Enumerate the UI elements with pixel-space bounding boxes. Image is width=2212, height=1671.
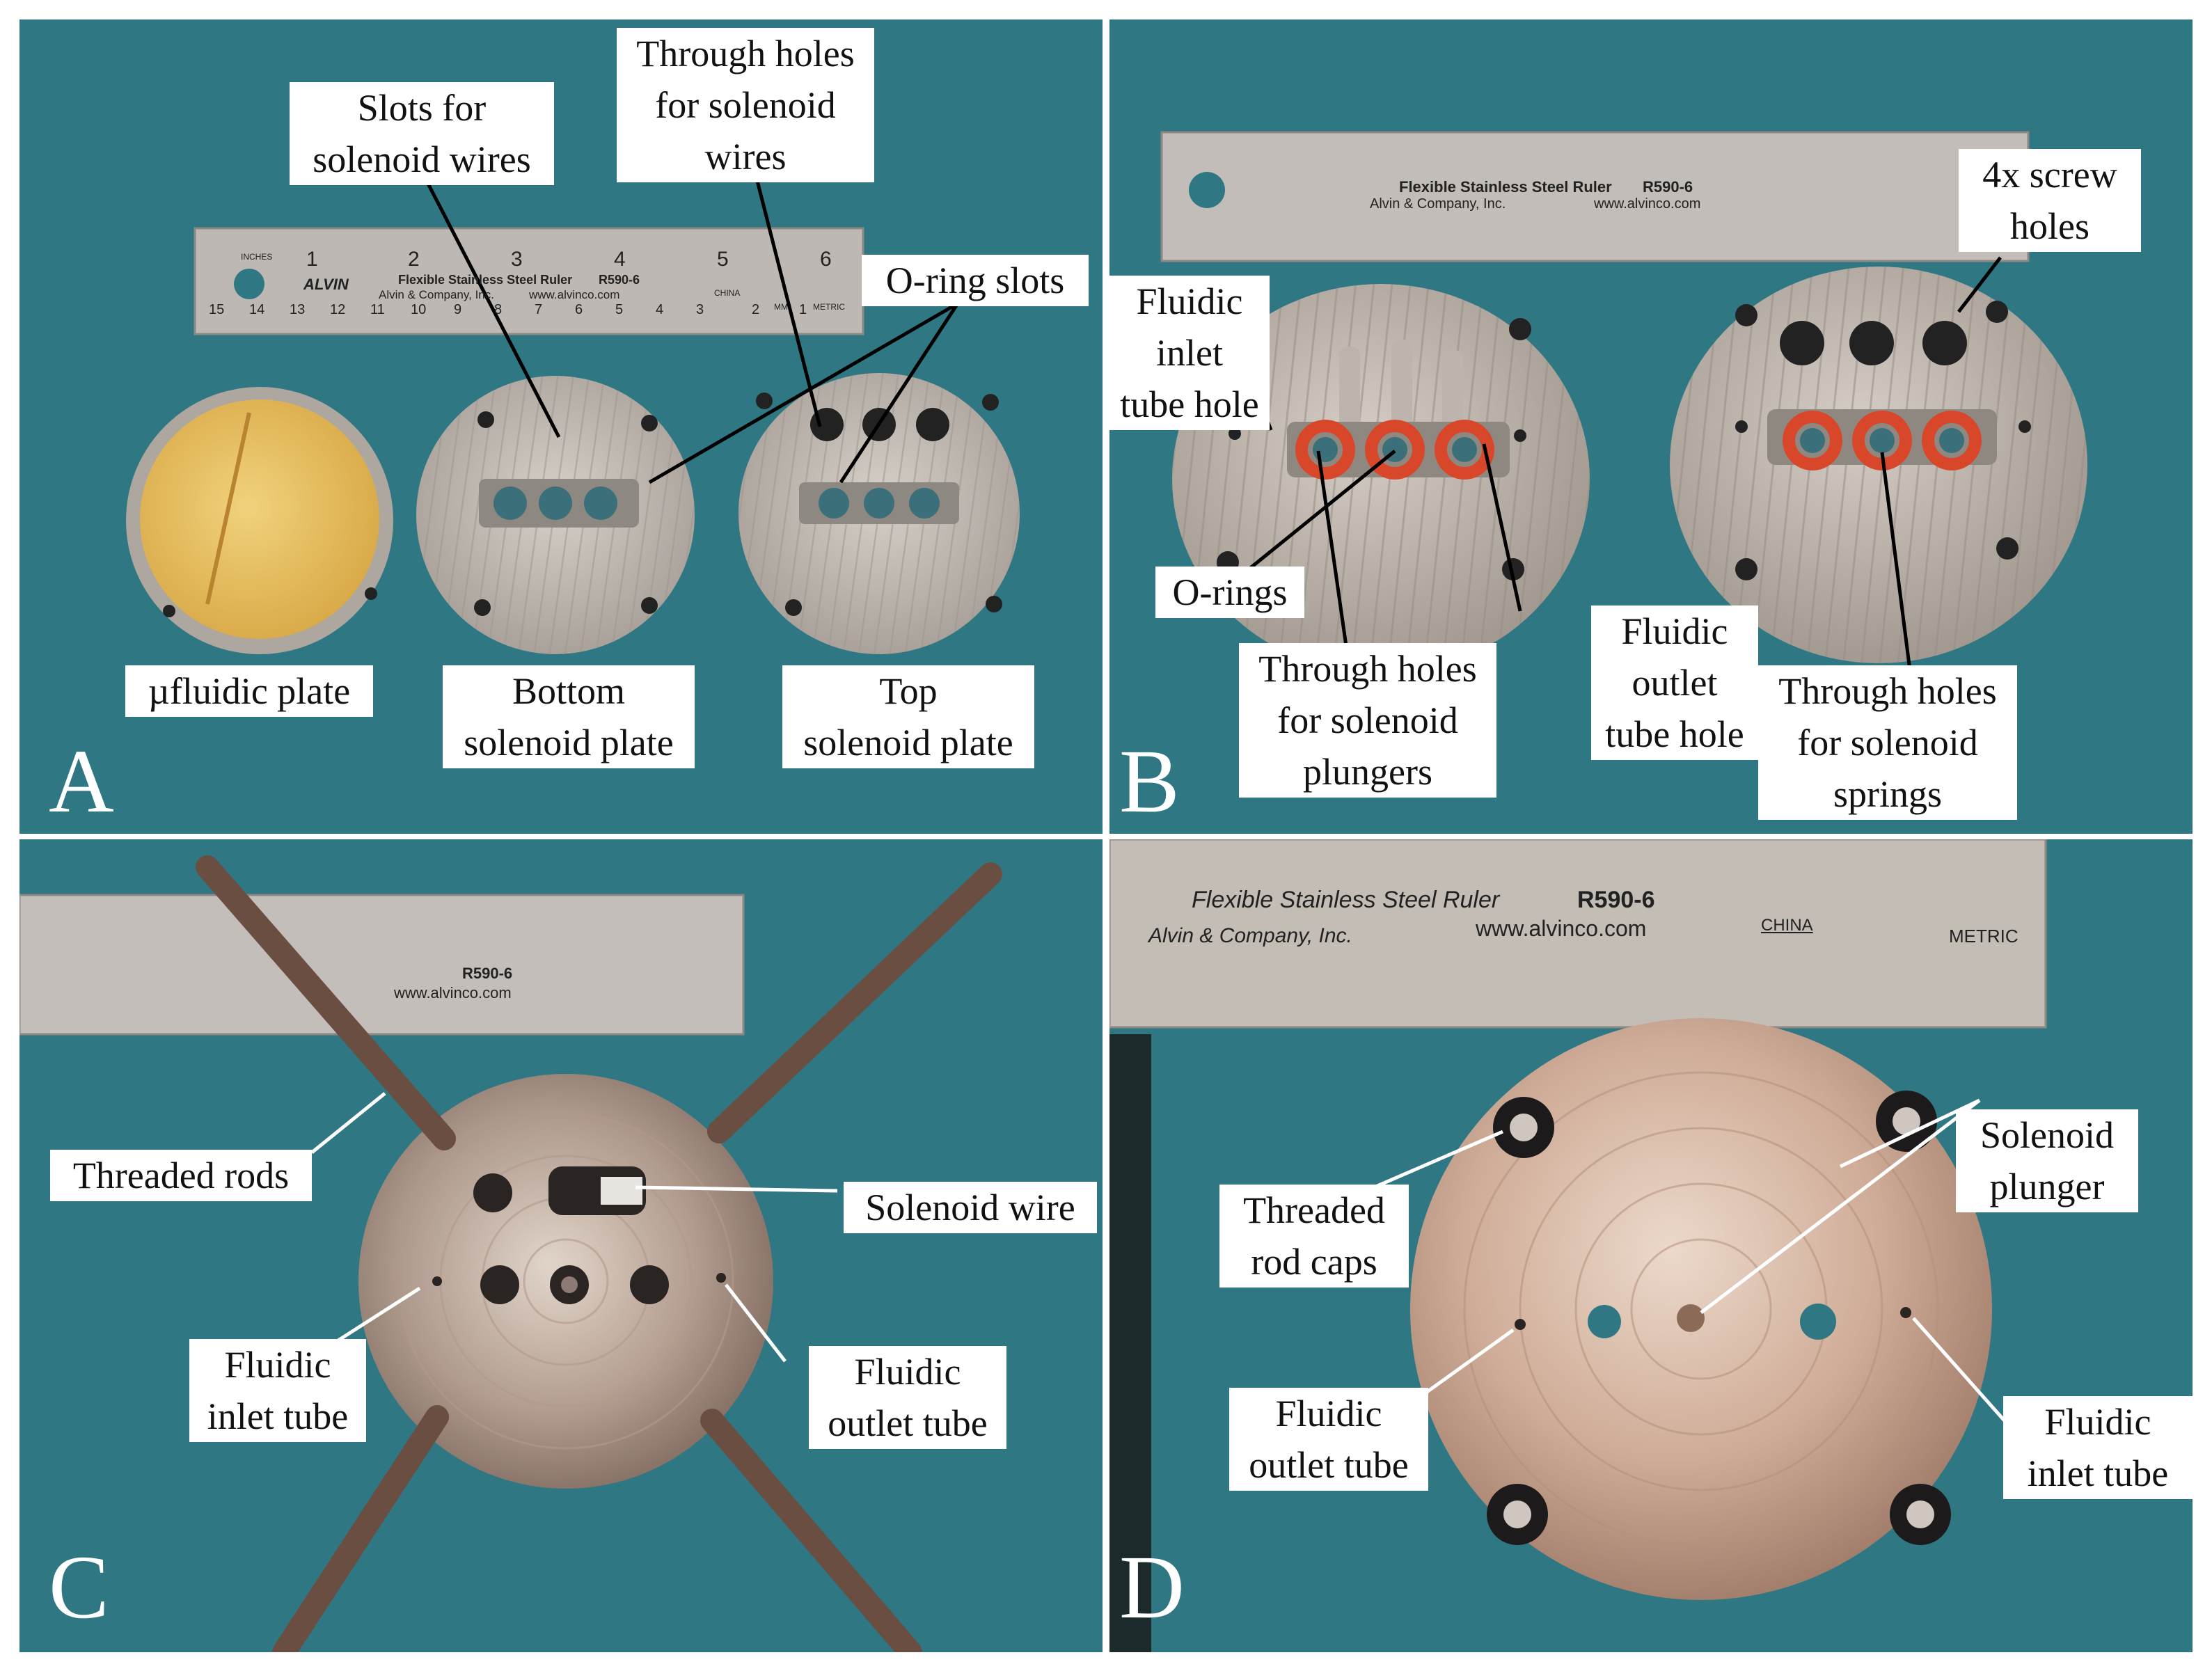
panel-c: C	[19, 839, 1103, 1652]
panel-a-arrows	[425, 180, 960, 484]
panel-c-photo	[19, 855, 1002, 1652]
ruler-cm-4: 4	[656, 302, 664, 317]
ruler-c-url: www.alvinco.com	[394, 984, 512, 1001]
label-solenoid-wire: Solenoid wire	[844, 1182, 1097, 1233]
ufluidic-plate	[126, 387, 393, 654]
ruler-title: Flexible Stainless Steel Ruler	[398, 273, 573, 287]
label-oring-slots: O-ring slots	[862, 255, 1089, 306]
ruler-b-title: Flexible Stainless Steel Ruler	[1399, 178, 1612, 196]
ruler-inch-2: 2	[408, 248, 420, 271]
plate-b-right	[1670, 267, 2087, 663]
panel-a-photo	[126, 180, 1020, 654]
ruler-brand: ALVIN	[303, 276, 349, 293]
panel-c-arrows	[310, 1092, 838, 1363]
ruler-cm-3: 3	[696, 302, 704, 317]
ruler-d-origin: CHINA	[1761, 916, 1813, 935]
ruler-cm-6: 6	[575, 302, 583, 317]
ruler-metric-label: METRIC	[813, 302, 845, 312]
panel-d-photo	[1109, 839, 2047, 1652]
label-ufluidic-plate: µfluidic plate	[125, 665, 373, 717]
ruler-d-url: www.alvinco.com	[1476, 916, 1647, 941]
ruler-b-model: R590-6	[1643, 178, 1693, 196]
ruler-a	[193, 227, 864, 335]
ruler-cm-12: 12	[330, 302, 346, 317]
ruler-company: Alvin & Company, Inc.	[379, 288, 494, 301]
panel-b-arrows	[1238, 256, 2002, 671]
label-o-rings: O-rings	[1155, 567, 1304, 618]
ruler-inch-4: 4	[614, 248, 626, 271]
ruler-cm-1: 1	[799, 302, 807, 317]
ruler-d-title: Flexible Stainless Steel Ruler	[1192, 887, 1500, 913]
ruler-cm-7: 7	[535, 302, 543, 317]
ruler-origin: CHINA	[714, 288, 741, 298]
ruler-cm-8: 8	[494, 302, 503, 317]
ruler-cm-5: 5	[615, 302, 624, 317]
ruler-inch-1: 1	[306, 248, 318, 271]
ruler-b-url: www.alvinco.com	[1594, 196, 1701, 212]
assembled-device-top	[358, 1074, 773, 1489]
panel-letter-c: C	[49, 1537, 109, 1638]
ruler-c	[19, 894, 745, 1036]
panel-letter-a: A	[49, 731, 114, 832]
ruler-inch-3: 3	[511, 248, 523, 271]
ruler-inch-6: 6	[820, 248, 832, 271]
ruler-inches-label: INCHES	[241, 252, 273, 262]
ruler-cm-9: 9	[454, 302, 462, 317]
ruler-b-company: Alvin & Company, Inc.	[1370, 196, 1506, 212]
ruler-cm-11: 11	[370, 302, 385, 317]
ruler-d	[1109, 839, 2047, 1029]
ruler-cm-10: 10	[411, 302, 427, 317]
ruler-cm-13: 13	[290, 302, 306, 317]
label-threaded-rods: Threaded rods	[50, 1150, 312, 1201]
panel-letter-d: D	[1119, 1537, 1185, 1638]
panel-d: D	[1109, 839, 2193, 1652]
panel-d-arrows	[1373, 1098, 2009, 1425]
ruler-d-model: R590-6	[1577, 887, 1655, 913]
ruler-b	[1160, 131, 2030, 262]
ruler-d-metric: METRIC	[1949, 926, 2019, 947]
ruler-url: www.alvinco.com	[529, 288, 620, 301]
ruler-cm-14: 14	[249, 302, 265, 317]
top-solenoid-plate	[738, 373, 1020, 654]
ruler-cm-15: 15	[209, 302, 225, 317]
ruler-cm-2: 2	[752, 302, 760, 317]
threaded-rod-caps	[1487, 1091, 1951, 1545]
ruler-mm-label: MM	[774, 302, 788, 312]
ruler-d-company: Alvin & Company, Inc.	[1148, 924, 1352, 947]
threaded-rods	[196, 855, 1002, 1652]
ruler-c-model: R590-6	[462, 965, 513, 982]
ruler-inch-5: 5	[717, 248, 729, 271]
ruler-model: R590-6	[599, 273, 640, 287]
bottom-solenoid-plate	[416, 376, 695, 654]
panel-letter-b: B	[1119, 731, 1180, 832]
